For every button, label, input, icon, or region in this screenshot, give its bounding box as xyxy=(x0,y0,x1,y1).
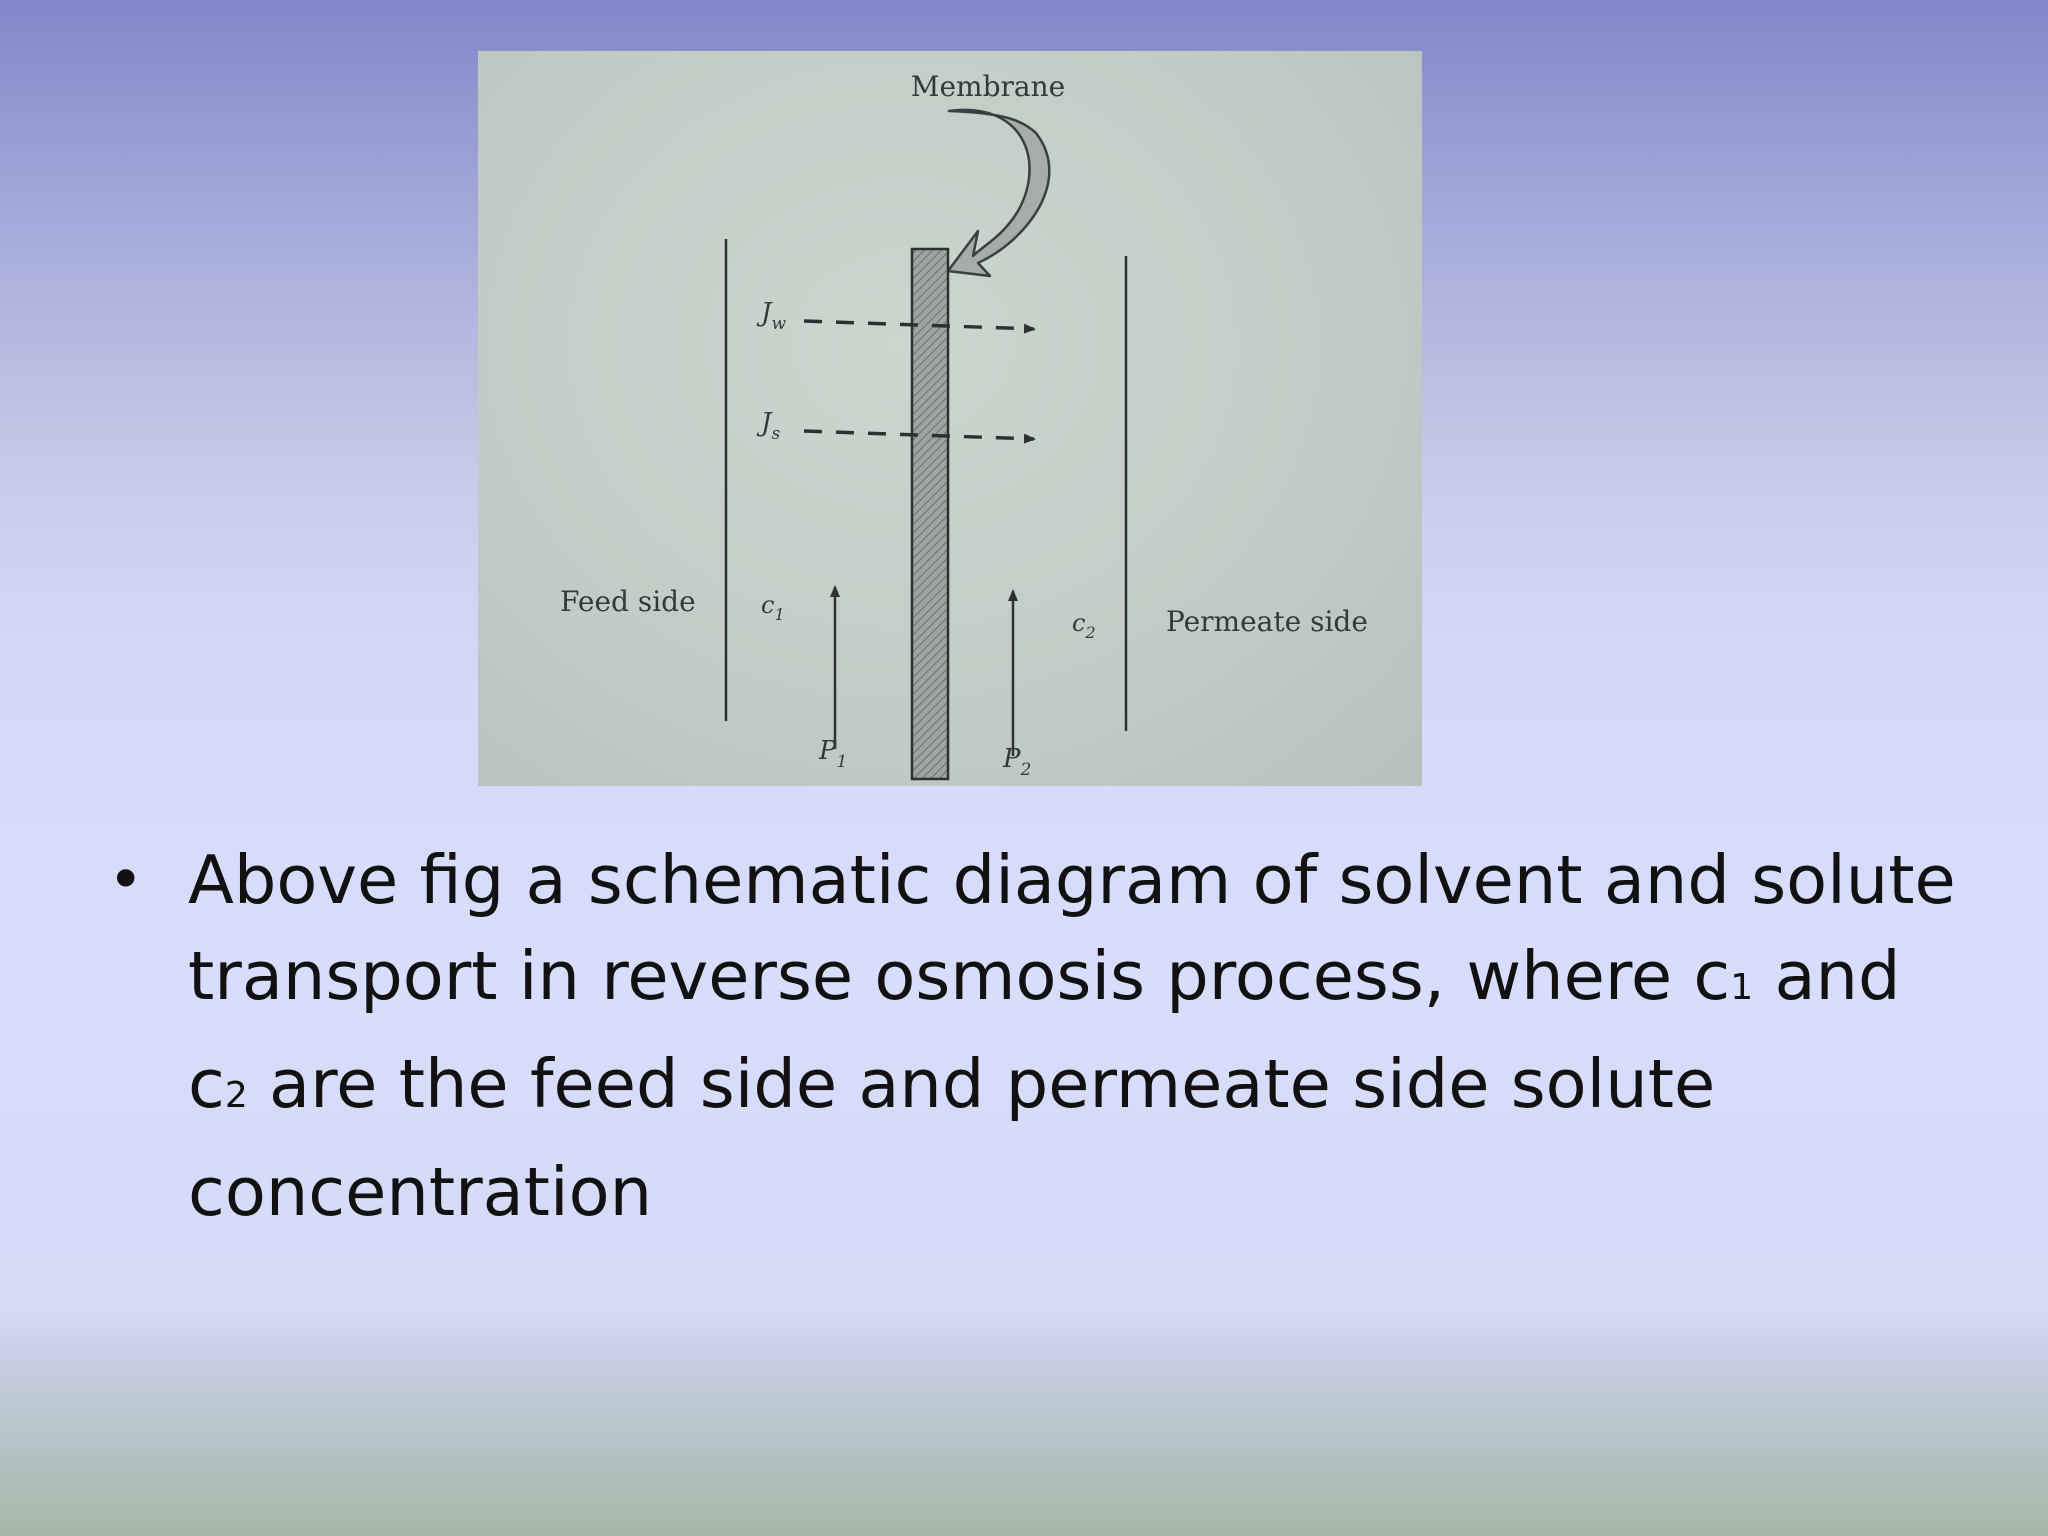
membrane-bar xyxy=(910,247,950,781)
bullet-text: Above fig a schematic diagram of solvent… xyxy=(188,841,1956,1231)
permeate-side-label: Permeate side xyxy=(1166,605,1368,638)
slide-body: • Above fig a schematic diagram of solve… xyxy=(104,832,1984,1240)
js-label: Js xyxy=(756,408,780,444)
membrane-label: Membrane xyxy=(911,70,1065,103)
feed-side-label: Feed side xyxy=(560,585,696,618)
p1-label: P1 xyxy=(818,736,847,772)
jw-label: Jw xyxy=(756,298,786,334)
bullet-symbol: • xyxy=(108,845,144,915)
membrane-pointer-arrow xyxy=(946,108,1051,278)
membrane-diagram-figure: Membrane Jw Js Feed side c1 P1 P2 c2 Per… xyxy=(478,51,1422,786)
c1-label: c1 xyxy=(761,591,785,624)
c2-label: c2 xyxy=(1072,609,1096,642)
p2-label: P2 xyxy=(1002,744,1031,780)
c1-subscript: 1 xyxy=(1730,967,1754,1008)
c2-subscript: 2 xyxy=(224,1075,248,1116)
bullet-item: • Above fig a schematic diagram of solve… xyxy=(104,832,1984,1240)
jw-flux-arrow xyxy=(803,319,1036,334)
js-flux-arrow xyxy=(803,429,1036,444)
membrane-diagram: Membrane Jw Js Feed side c1 P1 P2 c2 Per… xyxy=(560,70,1368,781)
